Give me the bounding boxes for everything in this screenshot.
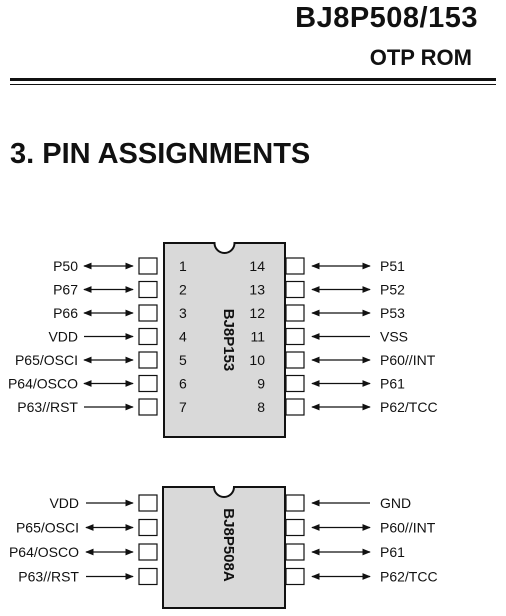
pin-pad (138, 327, 158, 346)
pin-number: 3 (179, 305, 187, 321)
pin-name: P63//RST (18, 569, 79, 585)
pin-name: P65/OSCI (16, 520, 79, 536)
pin-pad (285, 374, 305, 393)
pin-name: P64/OSCO (9, 544, 79, 560)
chip-label: BJ8P153 (220, 309, 237, 372)
pin-pad (138, 351, 158, 369)
pin-pad (285, 327, 305, 346)
pin-pad (138, 280, 158, 299)
pin-name: P65/OSCI (15, 352, 78, 368)
pin-name: P60//INT (380, 352, 436, 368)
chip-body (162, 486, 286, 609)
pin-number: 9 (257, 376, 265, 392)
pin-pad (285, 518, 305, 537)
pin-pad (138, 257, 158, 275)
pin-name: P53 (380, 305, 405, 321)
pin-name: P60//INT (380, 520, 436, 536)
pin-name: P51 (380, 258, 405, 274)
pin-pad (285, 351, 305, 369)
pin-name: P52 (380, 282, 405, 298)
pin-name: VDD (49, 495, 79, 511)
pin-name: P66 (53, 305, 78, 321)
pin-number: 10 (249, 352, 265, 368)
header-rule-thick (10, 78, 496, 81)
pin-name: P50 (53, 258, 78, 274)
pin-pad (285, 567, 305, 586)
pin-pad (138, 494, 158, 512)
section-heading: 3. PIN ASSIGNMENTS (10, 138, 311, 170)
pin-name: GND (380, 495, 411, 511)
pin-pad (138, 543, 158, 561)
pin-number: 11 (250, 329, 265, 345)
header-rule-thin (10, 84, 496, 85)
pin-name: P67 (53, 282, 78, 298)
pin-pad (285, 257, 305, 275)
pin-pad (138, 374, 158, 393)
pin-pad (285, 398, 305, 416)
pin-name: VSS (380, 329, 408, 345)
pin-name: P64/OSCO (8, 376, 78, 392)
pin-number: 4 (179, 329, 187, 345)
pin-pad (285, 494, 305, 512)
pin-name: P61 (380, 544, 405, 560)
pin-number: 5 (179, 352, 187, 368)
pin-number: 14 (249, 258, 265, 274)
pin-name: P62/TCC (380, 569, 438, 585)
pin-number: 1 (179, 258, 187, 274)
pin-number: 7 (179, 399, 187, 415)
chip-body (163, 242, 286, 438)
pin-pad (285, 304, 305, 322)
document-title: BJ8P508/153 (295, 2, 478, 34)
pin-name: P61 (380, 376, 405, 392)
pin-pad (138, 518, 158, 537)
pin-number: 13 (249, 282, 265, 298)
pin-number: 2 (179, 282, 187, 298)
pin-number: 8 (257, 399, 265, 415)
pin-name: P62/TCC (380, 399, 438, 415)
package-dip8: BJ8P508A VDD P65/OSCI P64/OSCO P63//RST GND P6… (9, 486, 438, 609)
pin-pad (285, 543, 305, 561)
pin-pad (138, 304, 158, 322)
pin-number: 12 (249, 305, 265, 321)
pin-name: P63//RST (17, 399, 78, 415)
pin-pad (138, 398, 158, 416)
pin-pad (138, 567, 158, 586)
chip-label: BJ8P508A (220, 508, 237, 582)
pin-number: 6 (179, 376, 187, 392)
pin-name: VDD (48, 329, 78, 345)
document-subtitle: OTP ROM (369, 45, 472, 70)
pin-pad (285, 280, 305, 299)
